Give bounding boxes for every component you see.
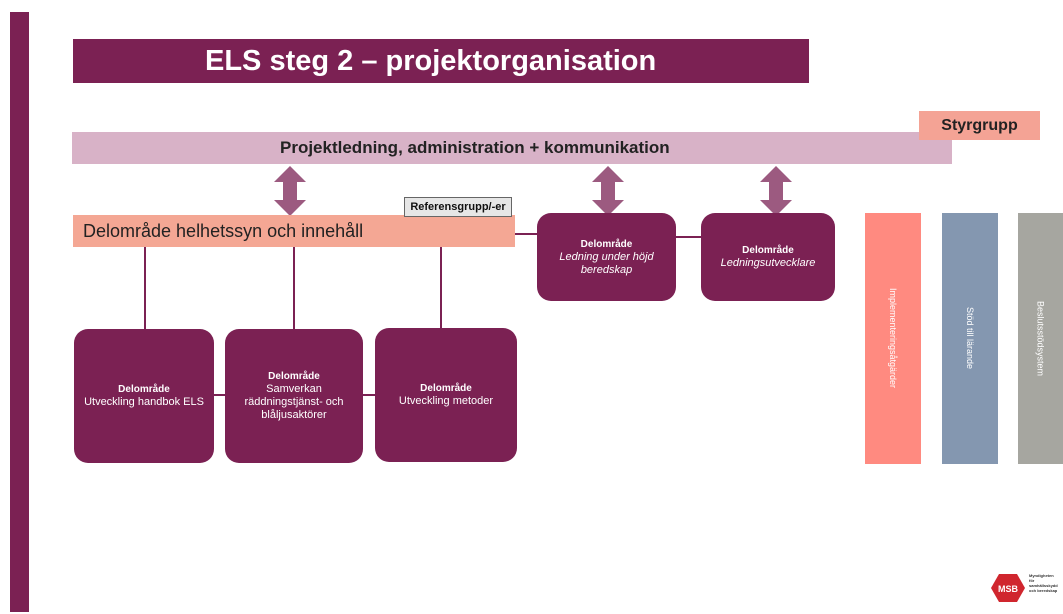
- double-arrow-icon: [592, 166, 624, 216]
- delomrade-box-ledningsutvecklare: Delområde Ledningsutvecklare: [701, 213, 835, 301]
- box-text: Utveckling metoder: [398, 395, 494, 407]
- column-implementering: Implementeringsåtgärder: [865, 213, 921, 464]
- box-heading: Delområde: [118, 384, 170, 395]
- box-text: Samverkan räddningstjänst- och blåljusak…: [244, 383, 344, 421]
- msb-logo-text: Myndigheten för samhällsskydd och bereds…: [1029, 573, 1058, 593]
- double-arrow-icon: [274, 166, 306, 216]
- delomrade-box-samverkan: Delområde Samverkan räddningstjänst- och…: [225, 329, 363, 463]
- connector-line: [440, 247, 442, 329]
- left-accent-bar: [10, 12, 29, 612]
- box-text: Ledning under höjd beredskap: [559, 250, 654, 276]
- delomrade-box-beredskap: Delområde Ledning under höjd beredskap: [537, 213, 676, 301]
- helhetssyn-bar: Delområde helhetssyn och innehåll: [73, 215, 515, 247]
- delomrade-box-metoder: Delområde Utveckling metoder: [375, 328, 517, 462]
- projektledning-bar: Projektledning, administration + kommuni…: [72, 132, 952, 164]
- column-beslutsstod: Beslutsstödsystem: [1018, 213, 1063, 464]
- delomrade-box-handbok: Delområde Utveckling handbok ELS: [74, 329, 214, 463]
- box-heading: Delområde: [268, 371, 320, 382]
- page-title: ELS steg 2 – projektorganisation: [73, 39, 809, 83]
- logo-abbr: MSB: [998, 584, 1019, 594]
- column-label: Stöd till lärande: [965, 307, 975, 370]
- connector-line: [675, 236, 702, 238]
- referensgrupp-label: Referensgrupp/-er: [404, 197, 512, 217]
- box-heading: Delområde: [580, 238, 633, 250]
- column-label: Implementeringsåtgärder: [888, 288, 898, 389]
- connector-line: [293, 247, 295, 330]
- box-heading: Delområde: [420, 383, 472, 394]
- column-label: Beslutsstödsystem: [1035, 300, 1046, 377]
- styrgrupp-box: Styrgrupp: [919, 111, 1040, 140]
- double-arrow-icon: [760, 166, 792, 216]
- column-stod-larande: Stöd till lärande: [942, 213, 998, 464]
- msb-logo-icon: MSB: [991, 574, 1025, 602]
- connector-line: [144, 247, 146, 330]
- connector-line: [361, 394, 377, 396]
- box-text: Ledningsutvecklare: [720, 257, 816, 269]
- connector-line: [212, 394, 228, 396]
- connector-line: [515, 233, 539, 235]
- box-text: Utveckling handbok ELS: [84, 396, 204, 408]
- box-heading: Delområde: [742, 245, 794, 256]
